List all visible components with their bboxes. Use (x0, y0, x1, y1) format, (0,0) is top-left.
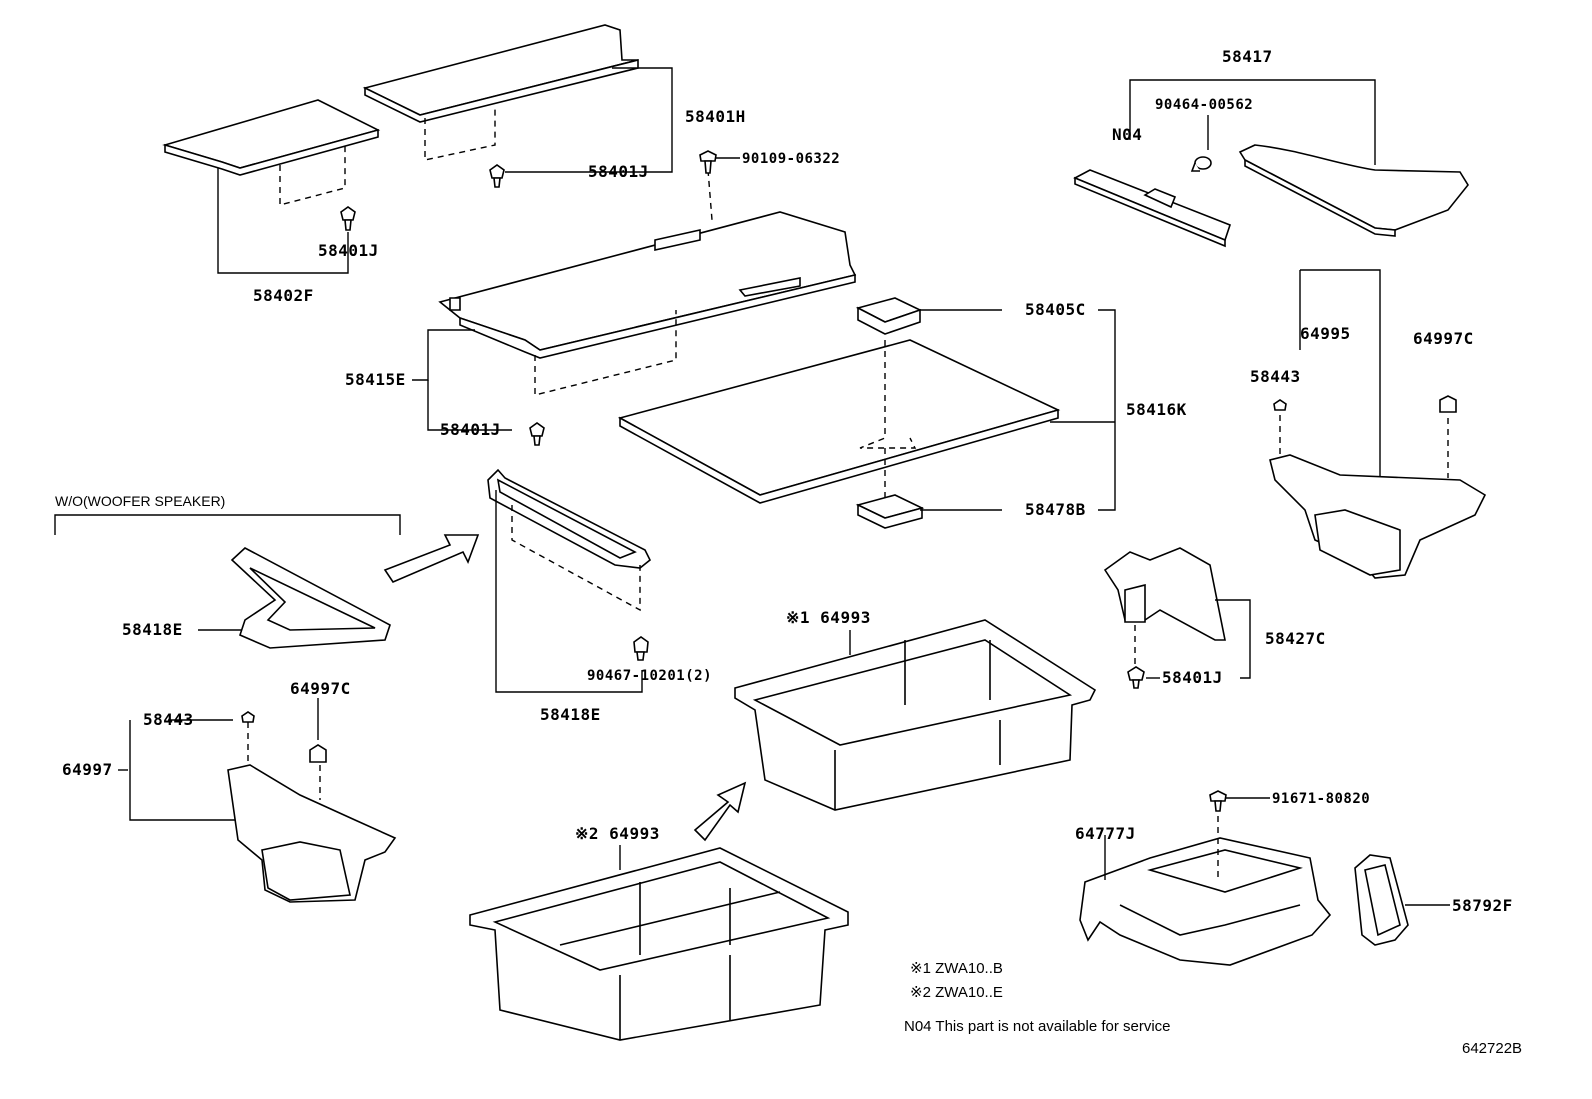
label-58416K: 58416K (1126, 400, 1187, 419)
label-58792F: 58792F (1452, 896, 1513, 915)
diagram-id: 642722B (1462, 1040, 1523, 1057)
bracket-64997 (227, 764, 397, 903)
label-58402F: 58402F (253, 286, 314, 305)
note-n04: N04 This part is not available for servi… (904, 1018, 1171, 1035)
label-90467-10201: 90467-10201(2) (587, 668, 713, 684)
label-N04: N04 (1112, 125, 1143, 144)
label-58401J-mid: 58401J (440, 420, 501, 439)
lead-58417 (1129, 79, 1376, 165)
label-58401J-left: 58401J (318, 241, 379, 260)
lead-58415E-a (412, 329, 475, 381)
lead-58427C (1215, 599, 1251, 679)
label-64777J: 64777J (1075, 824, 1136, 843)
label-58405C: 58405C (1025, 300, 1086, 319)
woofer-caption: W/O(WOOFER SPEAKER) (55, 493, 226, 509)
label-64995: 64995 (1300, 324, 1351, 343)
tray-58415E (438, 211, 857, 359)
strip-N04 (1073, 169, 1231, 248)
dash-58418E-mid (511, 505, 641, 612)
woofer-bracket (54, 514, 401, 535)
label-64993-type1: ※1 64993 (786, 608, 871, 627)
clip-58401J-left (340, 206, 356, 231)
nut-58443-right (1273, 399, 1287, 411)
board-58401H (362, 24, 639, 123)
label-64997C-right: 64997C (1413, 329, 1474, 348)
label-58415E: 58415E (345, 370, 406, 389)
clip-58401J-mid (529, 422, 545, 446)
bolt-90109 (699, 150, 717, 174)
lead-58416K-bracket (1098, 309, 1116, 511)
cap-58478B (855, 494, 925, 529)
bracket-58427C (1103, 547, 1226, 641)
label-58418E-left: 58418E (122, 620, 183, 639)
label-58443-left: 58443 (143, 710, 194, 729)
lead-58402F (217, 168, 349, 274)
dash-90109 (707, 169, 713, 221)
label-64993-type2: ※2 64993 (575, 824, 660, 843)
label-58401J-right: 58401J (1162, 668, 1223, 687)
bracket-64995 (1269, 454, 1487, 579)
bolt-91671 (1209, 790, 1227, 812)
label-64997C-left: 64997C (290, 679, 351, 698)
clip-90467 (633, 636, 649, 661)
label-58418E-mid: 58418E (540, 705, 601, 724)
label-58427C: 58427C (1265, 629, 1326, 648)
lead-64995 (1299, 269, 1381, 480)
mat-58416K (617, 339, 1061, 504)
label-58401H: 58401H (685, 107, 746, 126)
board-58418E-mid (487, 468, 652, 569)
cap-58405C (855, 297, 923, 335)
dash-58401H (424, 108, 496, 161)
dash-58415E (534, 310, 677, 396)
arrow-box (693, 781, 747, 842)
nut-64997C-right (1439, 395, 1457, 413)
board-58418E-left (230, 547, 391, 649)
nut-64997C-left (309, 744, 327, 763)
lead-58418E-mid (495, 490, 643, 693)
label-90109-06322: 90109-06322 (742, 151, 841, 167)
label-58401J-top: 58401J (588, 162, 649, 181)
arrow-woofer (383, 534, 480, 583)
clip-58401J-right (1127, 666, 1145, 689)
label-58478B: 58478B (1025, 500, 1086, 519)
label-58443-right: 58443 (1250, 367, 1301, 386)
lead-64997 (129, 720, 235, 821)
label-58417: 58417 (1222, 47, 1273, 66)
lead-58401H (505, 67, 673, 173)
dash-58416K (859, 340, 917, 449)
clip-90464 (1190, 156, 1212, 172)
clip-58401J-top (489, 164, 505, 188)
box-64993-2 (469, 847, 849, 1041)
label-90464-00562: 90464-00562 (1155, 97, 1254, 113)
board-58402F (162, 99, 381, 176)
note-type2: ※2 ZWA10..E (910, 984, 1003, 1001)
nut-58443-left (241, 711, 255, 723)
note-type1: ※1 ZWA10..B (910, 960, 1003, 977)
label-64997: 64997 (62, 760, 113, 779)
label-91671-80820: 91671-80820 (1272, 791, 1371, 807)
bracket-64777J (1079, 837, 1332, 966)
pad-58792F (1354, 854, 1409, 946)
lead-58415E-b (427, 380, 512, 431)
box-64993-1 (734, 619, 1097, 811)
trim-58417 (1238, 144, 1469, 237)
